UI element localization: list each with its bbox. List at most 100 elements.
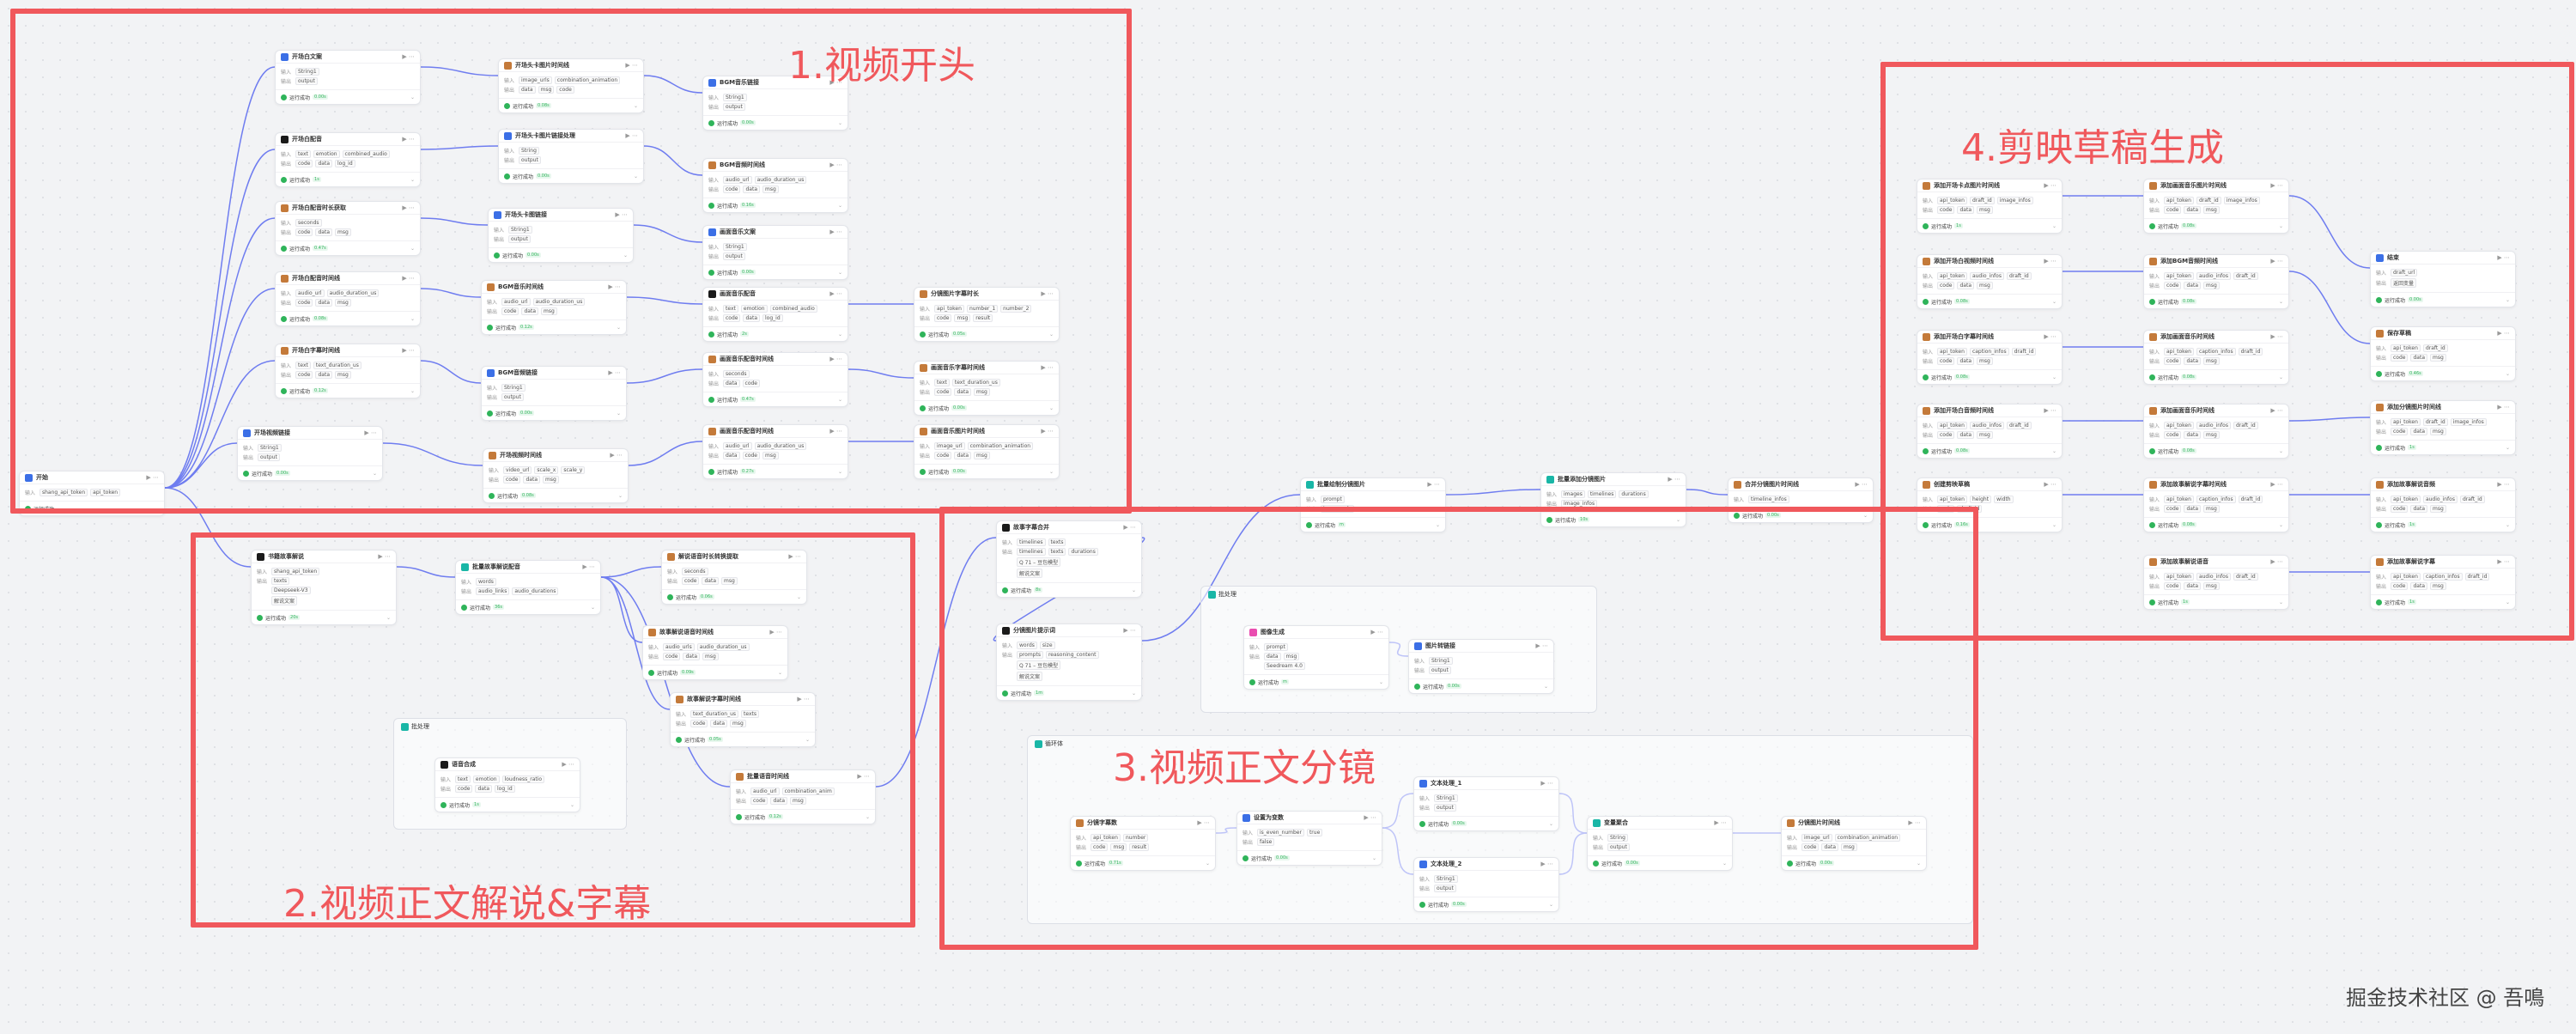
more-icon[interactable]: ▶ ⋯ <box>2497 254 2510 261</box>
more-icon[interactable]: ▶ ⋯ <box>615 211 628 218</box>
more-icon[interactable]: ▶ ⋯ <box>2270 481 2283 488</box>
chevron-down-icon[interactable]: ⌄ <box>633 102 638 109</box>
chevron-down-icon[interactable]: ⌄ <box>372 470 377 477</box>
more-icon[interactable]: ▶ ⋯ <box>1855 481 1868 488</box>
more-icon[interactable]: ▶ ⋯ <box>1041 364 1054 371</box>
more-icon[interactable]: ▶ ⋯ <box>1540 780 1553 787</box>
node-header[interactable]: 画面音乐配音时间线▶ ⋯ <box>703 425 848 438</box>
chevron-down-icon[interactable]: ⌄ <box>1205 860 1210 867</box>
chevron-down-icon[interactable]: ⌄ <box>1131 587 1136 593</box>
more-icon[interactable]: ▶ ⋯ <box>1668 476 1680 483</box>
chevron-down-icon[interactable]: ⌄ <box>796 593 801 600</box>
more-icon[interactable]: ▶ ⋯ <box>829 228 842 235</box>
node-header[interactable]: 添加故事解说字幕时间线▶ ⋯ <box>2144 478 2288 491</box>
more-icon[interactable]: ▶ ⋯ <box>2044 333 2057 340</box>
more-icon[interactable]: ▶ ⋯ <box>608 369 621 376</box>
more-icon[interactable]: ▶ ⋯ <box>402 204 415 211</box>
node-header[interactable]: 开场视频时间线▶ ⋯ <box>483 449 628 462</box>
chevron-down-icon[interactable]: ⌄ <box>1548 901 1553 908</box>
chevron-down-icon[interactable]: ⌄ <box>410 387 415 394</box>
node-header[interactable]: 故事解说字幕时间线▶ ⋯ <box>671 693 815 706</box>
more-icon[interactable]: ▶ ⋯ <box>1535 642 1548 649</box>
node-header[interactable]: BGM音频时间线▶ ⋯ <box>703 159 848 172</box>
more-icon[interactable]: ▶ ⋯ <box>378 553 391 560</box>
chevron-down-icon[interactable]: ⌄ <box>617 492 623 499</box>
node-header[interactable]: 添加BGM音频时间线▶ ⋯ <box>2144 255 2288 268</box>
chevron-down-icon[interactable]: ⌄ <box>837 331 842 338</box>
chevron-down-icon[interactable]: ⌄ <box>837 202 842 209</box>
more-icon[interactable]: ▶ ⋯ <box>625 132 638 139</box>
chevron-down-icon[interactable]: ⌄ <box>1548 820 1553 827</box>
more-icon[interactable]: ▶ ⋯ <box>769 629 782 636</box>
chevron-down-icon[interactable]: ⌄ <box>616 410 621 417</box>
node-header[interactable]: 添加分镜图片时间线▶ ⋯ <box>2371 401 2515 414</box>
node-header[interactable]: 批量语音时间线▶ ⋯ <box>731 770 875 783</box>
more-icon[interactable]: ▶ ⋯ <box>2497 330 2510 337</box>
chevron-down-icon[interactable]: ⌄ <box>2051 222 2057 229</box>
chevron-down-icon[interactable]: ⌄ <box>590 604 595 611</box>
chevron-down-icon[interactable]: ⌄ <box>2505 521 2510 528</box>
node-header[interactable]: 添加开场卡点图片时间线▶ ⋯ <box>1917 179 2062 192</box>
node-header[interactable]: 文本处理_1▶ ⋯ <box>1414 777 1558 790</box>
more-icon[interactable]: ▶ ⋯ <box>1364 814 1376 821</box>
more-icon[interactable]: ▶ ⋯ <box>402 136 415 143</box>
chevron-down-icon[interactable]: ⌄ <box>2051 298 2057 305</box>
more-icon[interactable]: ▶ ⋯ <box>1908 819 1921 826</box>
node-header[interactable]: 开场头卡图链接▶ ⋯ <box>489 209 633 222</box>
chevron-down-icon[interactable]: ⌄ <box>1543 683 1548 690</box>
more-icon[interactable]: ▶ ⋯ <box>610 452 623 459</box>
node-header[interactable]: 开场视频链接▶ ⋯ <box>238 427 382 440</box>
chevron-down-icon[interactable]: ⌄ <box>1435 521 1440 528</box>
more-icon[interactable]: ▶ ⋯ <box>1370 629 1383 636</box>
node-header[interactable]: 图片转链接▶ ⋯ <box>1409 640 1553 653</box>
chevron-down-icon[interactable]: ⌄ <box>2505 296 2510 303</box>
node-header[interactable]: 创建剪映草稿▶ ⋯ <box>1917 478 2062 491</box>
node-header[interactable]: 画面音乐文案▶ ⋯ <box>703 226 848 239</box>
chevron-down-icon[interactable]: ⌄ <box>2278 298 2283 305</box>
more-icon[interactable]: ▶ ⋯ <box>829 290 842 297</box>
more-icon[interactable]: ▶ ⋯ <box>788 553 801 560</box>
node-header[interactable]: 添加画面音乐图片时间线▶ ⋯ <box>2144 179 2288 192</box>
chevron-down-icon[interactable]: ⌄ <box>633 173 638 179</box>
